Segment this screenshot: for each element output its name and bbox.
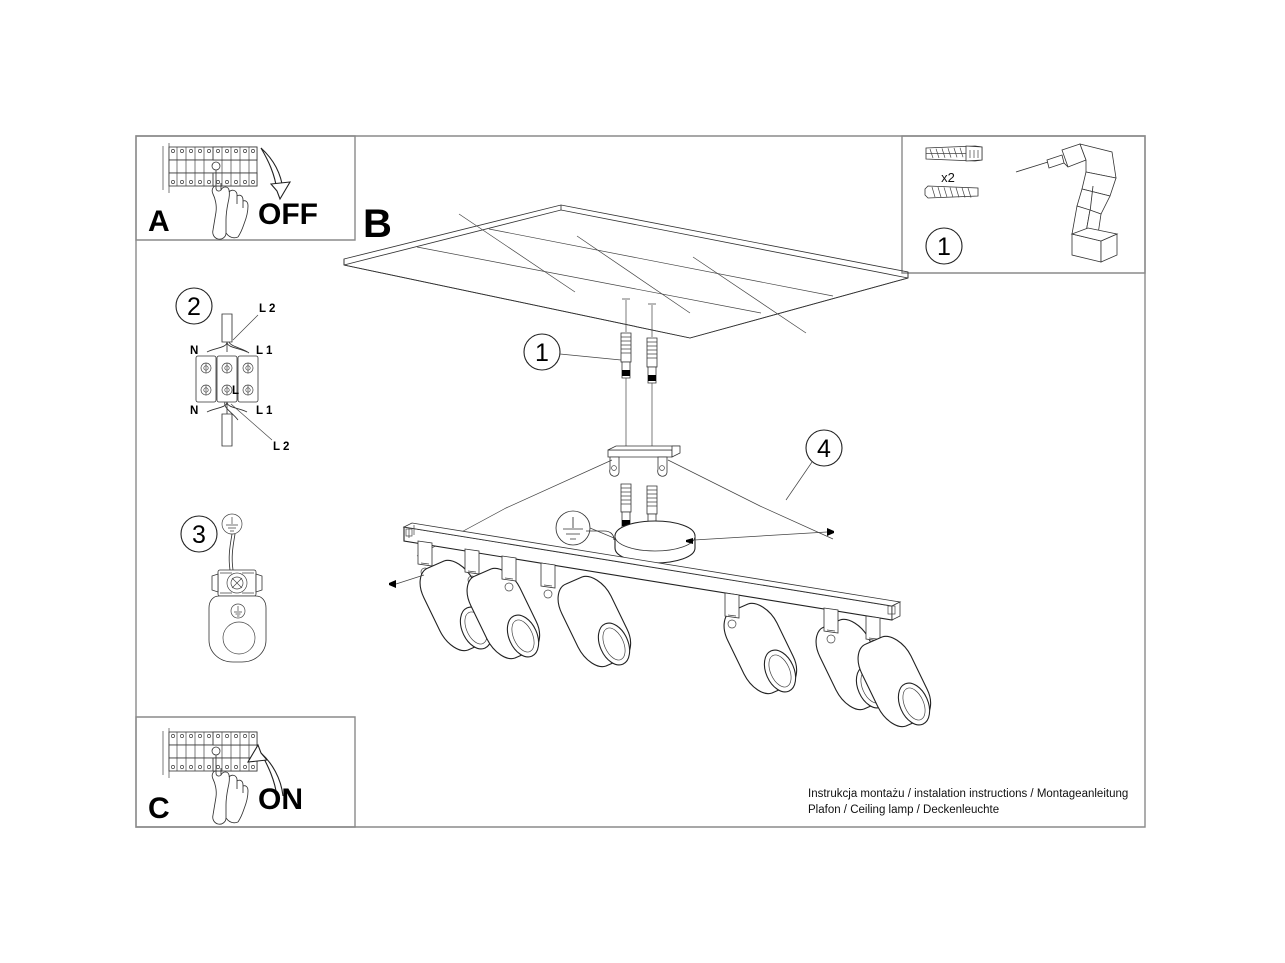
parts-quantity-label: x2 [941,170,955,185]
earth-ground-symbol-small [230,603,246,619]
fuse-box-icon [162,143,258,193]
panel-a-letter: A [148,205,170,238]
callout-1-label: 1 [535,339,549,367]
fixing-screw-left [389,574,425,588]
curved-arrow-up-icon [246,743,284,798]
caption-block: Instrukcja montażu / instalation instruc… [808,788,1128,816]
fuse-box-icon-c [162,728,258,778]
earth-ground-symbol [221,513,243,535]
curved-arrow-down-icon [260,147,292,201]
step-3-number-visible: 3 [192,521,206,549]
terminal-label-l2-bottom: L 2 [273,441,289,453]
terminal-label-n-top: N [190,345,198,357]
panel-a: OFF A [135,135,356,241]
ceiling-screw-holes [622,298,656,337]
caption-line-1: Instrukcja montażu / instalation instruc… [808,788,1128,800]
terminal-block-icon [195,313,259,447]
mounting-bracket [607,445,681,477]
canopy-earth-symbol [555,510,591,546]
ceiling-panel-grid [343,204,909,339]
spotlight-head-4 [540,562,798,695]
terminal-label-center: L [232,385,239,397]
spotlight-head-2 [464,548,541,660]
panel-parts: x2 1 [901,135,1146,274]
spotlight-head-6 [823,607,932,728]
callout-4: 4 [785,429,843,501]
caption-line-2: Plafon / Ceiling lamp / Deckenleuchte [808,804,999,816]
panel-c: ON C [135,716,356,828]
panel-b-letter: B [363,202,392,246]
panel-c-letter: C [148,792,170,825]
mounting-screw-lower-1 [620,483,632,529]
terminal-label-l2-top: L 2 [259,303,275,315]
step-2-number: 2 [187,293,201,321]
step-wiring: 2 [175,287,289,453]
panel-a-action-label: OFF [258,198,318,231]
round-canopy [614,520,696,564]
mounting-screw-upper-1 [620,332,632,379]
callout-4-label: 4 [817,435,831,463]
hand-pointing-icon-c [211,755,249,825]
panel-c-action-label: ON [258,783,303,816]
hand-pointing-icon [211,170,249,240]
sheet-border [135,135,1146,828]
step-earth: 2 3 [180,513,267,663]
parts-step-number: 1 [937,233,951,261]
screw-icon [924,185,979,199]
terminal-label-l1-bottom: L 1 [256,405,273,417]
spotlight-bar [402,522,902,621]
wall-plug-icon [925,145,983,162]
mounting-screw-upper-2 [646,337,658,384]
fixing-screw-right [693,528,834,541]
cordless-drill-icon [1015,143,1119,263]
spotlight-head-3 [501,555,632,668]
callout-1: 1 [523,333,622,371]
terminal-label-n-bottom: N [190,405,198,417]
terminal-label-l1-top: L 1 [256,345,273,357]
earth-terminal-icon [211,569,263,597]
assembly-diagram: 1 4 [343,204,932,728]
